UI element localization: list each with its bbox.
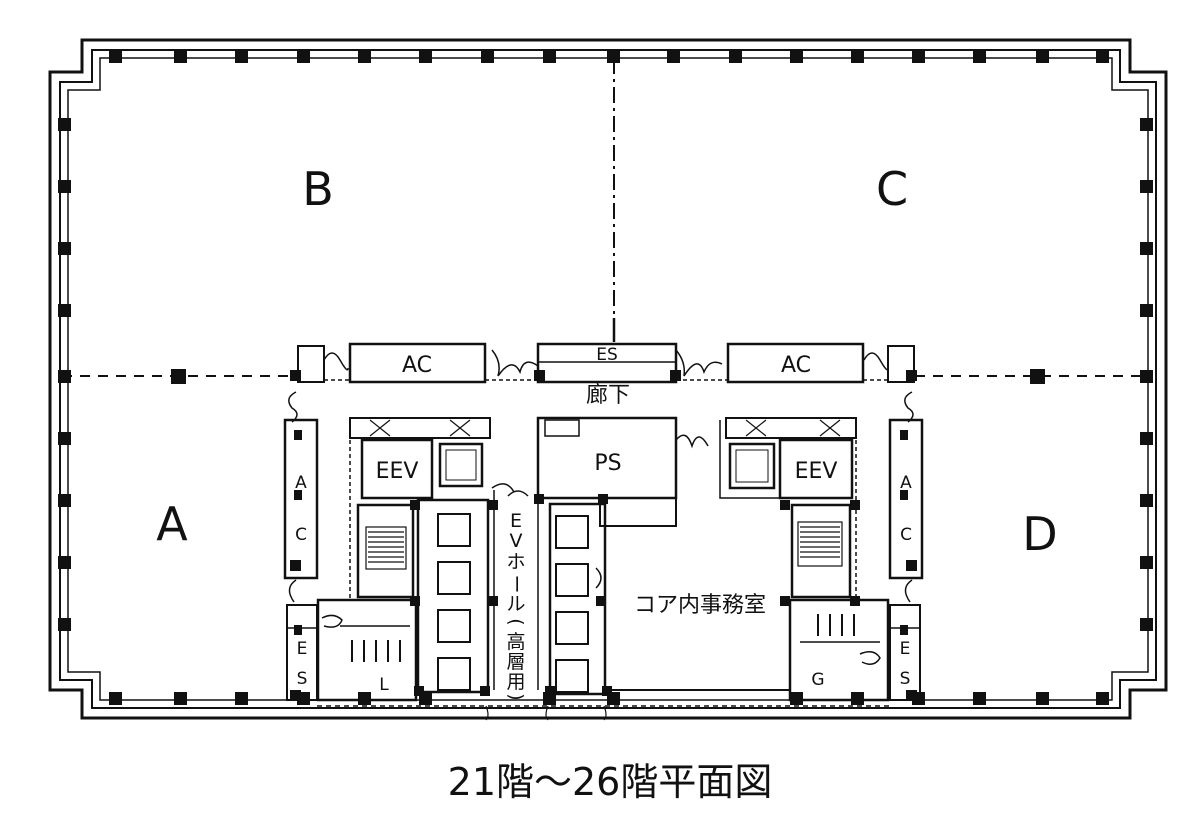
stair-right (790, 503, 852, 599)
ac-side-right-box (888, 418, 924, 580)
svg-text:): ) (505, 693, 527, 700)
corridor-label: 廊下 (586, 383, 630, 408)
ac-side-left-box (283, 418, 319, 580)
floor-plan-caption: 21階～26階平面図 (448, 760, 773, 804)
svg-text:ー: ー (505, 574, 527, 593)
ac-top-left-label: AC (402, 353, 432, 378)
ac-side-left-label-2: C (295, 525, 307, 545)
ac-top-right-label: AC (781, 353, 811, 378)
zone-label-c: C (876, 162, 908, 216)
eev-left-label: EEV (376, 459, 419, 484)
core-office-label: コア内事務室 (634, 593, 766, 618)
svg-text:ホ: ホ (506, 551, 525, 573)
es-top-box (536, 342, 678, 384)
eev-right-box (778, 438, 854, 500)
es-side-right-box (889, 604, 921, 701)
es-top-label: ES (596, 345, 618, 365)
svg-text:層: 層 (506, 651, 525, 673)
outer-wall (48, 38, 1168, 720)
toilet-right (788, 598, 890, 702)
inner-wall-2 (67, 57, 1149, 701)
ac-side-right-label-1: A (900, 473, 912, 493)
svg-text:高: 高 (506, 631, 525, 653)
svg-text:ル: ル (506, 593, 525, 615)
toilet-left-label: L (379, 675, 389, 695)
svg-text:V: V (510, 530, 523, 552)
eev-right-label: EEV (795, 459, 838, 484)
es-side-right-label-2: S (900, 669, 911, 689)
es-side-right-label-1: E (900, 639, 911, 659)
zone-label-d: D (1022, 507, 1057, 561)
ev-hall-label: E V ホ ー ル ( 高 層 用 ) (505, 510, 527, 701)
ac-top-right-box (726, 342, 865, 384)
toilet-right-label: G (811, 670, 824, 690)
zone-label-a: A (156, 497, 188, 551)
svg-text:用: 用 (506, 671, 525, 693)
ac-top-left-box (348, 342, 487, 384)
zone-label-b: B (302, 162, 334, 216)
ac-side-right-label-2: C (900, 525, 912, 545)
es-side-left-label-2: S (297, 669, 308, 689)
stair-left (356, 503, 415, 599)
svg-text:E: E (510, 510, 522, 532)
es-side-left-label-1: E (297, 639, 308, 659)
eev-left-box (360, 438, 434, 500)
column-markers (58, 50, 1153, 705)
inner-wall (59, 49, 1157, 709)
ps-label: PS (594, 451, 621, 476)
svg-text:(: ( (505, 618, 527, 625)
ac-side-left-label-1: A (295, 473, 307, 493)
